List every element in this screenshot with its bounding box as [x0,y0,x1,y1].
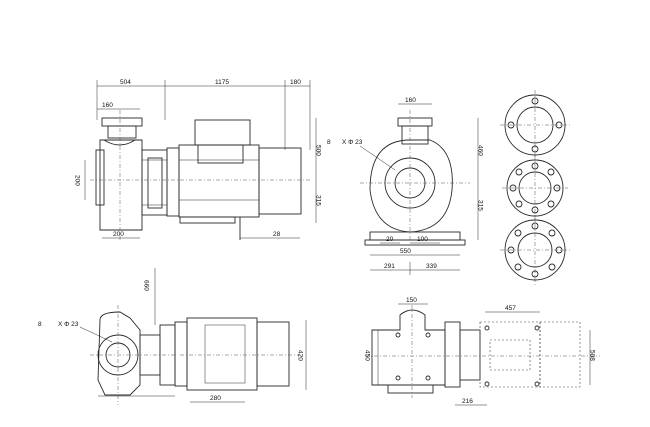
front-dim-315: 315 [477,200,484,211]
top-dim-660: 660 [143,280,150,291]
base-dim-150: 150 [406,297,417,304]
side-dim-200-base: 200 [113,231,124,238]
front-bolt-count: 8 [327,139,331,146]
front-dim-20: 20 [386,236,394,243]
side-dim-315: 315 [315,195,322,206]
front-view: 160 8 X Φ 23 460 315 20 100 550 291 339 [327,97,484,275]
base-dim-216: 216 [462,398,473,405]
base-dim-450: 450 [364,350,371,361]
flange-views [500,90,570,285]
side-dim-200-height: 200 [74,175,81,186]
base-dim-508: 508 [589,350,596,361]
front-dim-291: 291 [384,263,395,270]
top-view: 660 8 X Φ 23 420 280 [38,268,307,405]
side-dim-1175: 1175 [215,79,229,86]
side-view: 504 1175 180 160 500 315 [74,79,322,240]
front-dim-160: 160 [405,97,416,104]
front-bolt-spec: X Φ 23 [342,139,363,146]
base-dim-457: 457 [505,305,516,312]
front-dim-460: 460 [477,145,484,156]
front-dim-550: 550 [400,248,411,255]
top-bolt-count: 8 [38,321,42,328]
side-dim-28: 28 [273,231,281,238]
front-dim-100: 100 [417,236,428,243]
flange-2 [502,155,568,221]
side-dim-500: 500 [315,145,322,156]
side-dim-160: 160 [102,102,113,109]
side-dim-504: 504 [120,79,131,86]
side-dim-180: 180 [290,79,301,86]
base-plate-view: 150 457 450 508 216 [364,297,600,406]
top-dim-280: 280 [210,395,221,402]
top-bolt-spec: X Φ 23 [58,321,79,328]
front-dim-339: 339 [426,263,437,270]
flange-3 [500,215,570,285]
top-dim-420: 420 [297,350,304,361]
flange-1 [500,90,570,160]
